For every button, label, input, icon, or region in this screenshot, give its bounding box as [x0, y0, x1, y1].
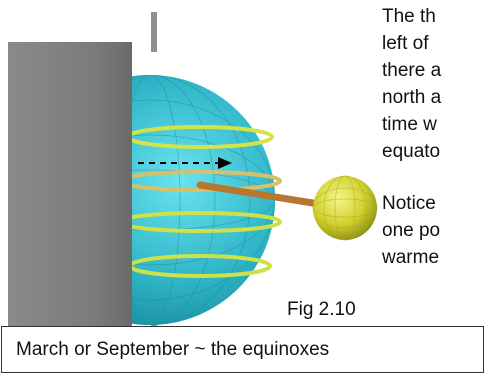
side-paragraph-1: The th left of there a north a time w eq…	[382, 3, 487, 165]
axis-rod-top	[151, 12, 157, 52]
arrow-right-icon	[138, 157, 232, 169]
text-line: there a	[382, 60, 442, 81]
side-paragraph-2: Notice one po warme	[382, 190, 487, 271]
text-line: Notice	[382, 193, 436, 214]
text-line: one po	[382, 220, 441, 241]
text-line: left of	[382, 33, 429, 54]
wall-panel-icon	[8, 42, 132, 332]
sun-ball-icon	[312, 175, 378, 241]
side-text: The th left of there a north a time w eq…	[382, 3, 487, 271]
caption-box-text: March or September ~ the equinoxes	[16, 339, 330, 360]
text-line: north a	[382, 87, 442, 108]
figure-caption: Fig 2.10	[287, 299, 356, 320]
text-line: warme	[382, 247, 440, 268]
text-line: equato	[382, 141, 441, 162]
text-line: The th	[382, 6, 436, 27]
text-line: time w	[382, 114, 437, 135]
caption-box: March or September ~ the equinoxes	[1, 326, 484, 373]
